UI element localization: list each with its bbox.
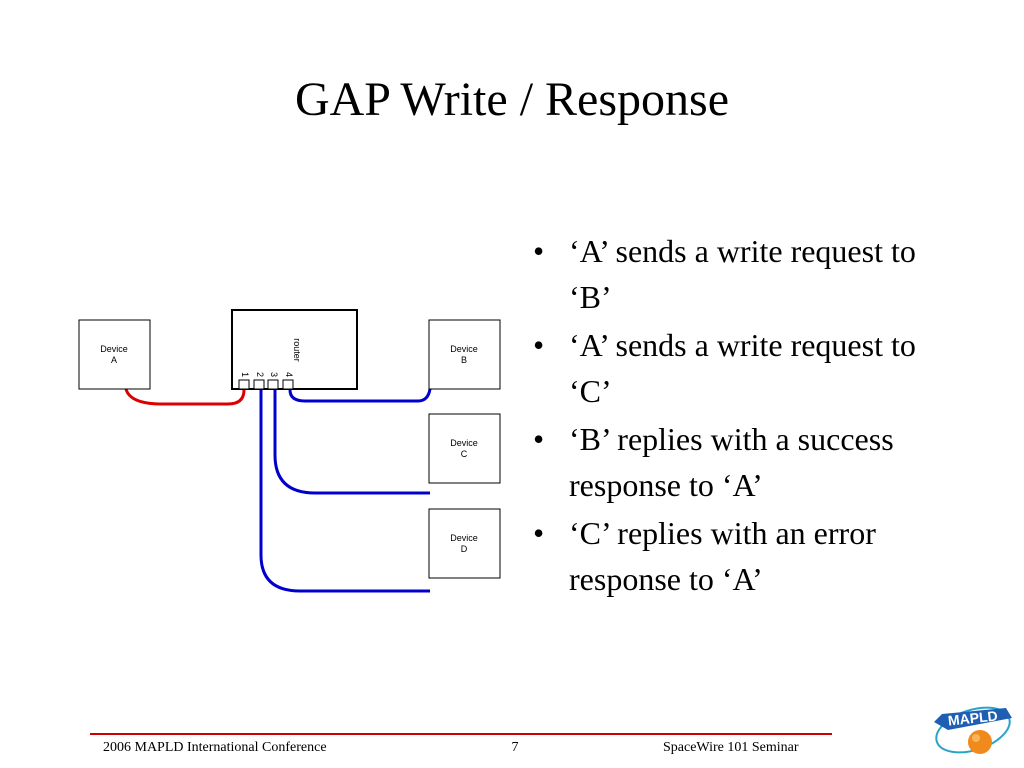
router: router 1 2 3 4 [231, 309, 358, 390]
logo-text: MAPLD [947, 707, 998, 728]
footer-page-number: 7 [511, 740, 519, 755]
device-b-label-line1: Device [450, 344, 478, 354]
router-port-3: 3 [267, 372, 279, 390]
port-label-1: 1 [240, 372, 250, 377]
port-label-4: 4 [284, 372, 294, 377]
cable-a-port1 [124, 388, 246, 406]
footer-seminar: SpaceWire 101 Seminar [663, 740, 799, 755]
device-a-label-line1: Device [100, 344, 128, 354]
bullet-item: ‘C’ replies with an error response to ‘A… [527, 510, 927, 602]
footer-conference: 2006 MAPLD International Conference [103, 740, 327, 755]
device-c: Device C [428, 413, 501, 484]
bullet-item: ‘B’ replies with a success response to ‘… [527, 416, 927, 508]
router-port-1: 1 [238, 372, 250, 390]
mapld-logo: MAPLD [934, 706, 1012, 754]
planet-icon [968, 730, 992, 754]
device-b: Device B [428, 319, 501, 390]
bullet-item: ‘A’ sends a write request to ‘B’ [527, 228, 927, 320]
device-b-label-line2: B [461, 355, 467, 365]
device-d-label-line1: Device [450, 533, 478, 543]
device-c-label-line2: C [461, 449, 468, 459]
port-label-3: 3 [269, 372, 279, 377]
footer-divider [90, 733, 832, 735]
device-d-label-line2: D [461, 544, 468, 554]
router-port-4: 4 [282, 372, 294, 390]
cable-port3-c [273, 390, 430, 495]
cable-port2-d [259, 390, 430, 593]
cable-port4-b [288, 388, 432, 403]
device-a: Device A [78, 319, 151, 390]
device-d: Device D [428, 508, 501, 579]
device-a-label-line2: A [111, 355, 117, 365]
bullet-list: ‘A’ sends a write request to ‘B’ ‘A’ sen… [527, 228, 927, 604]
router-label: router [292, 338, 302, 362]
bullet-item: ‘A’ sends a write request to ‘C’ [527, 322, 927, 414]
router-port-2: 2 [253, 372, 265, 390]
slide-title: GAP Write / Response [294, 73, 730, 126]
device-c-label-line1: Device [450, 438, 478, 448]
port-label-2: 2 [255, 372, 265, 377]
